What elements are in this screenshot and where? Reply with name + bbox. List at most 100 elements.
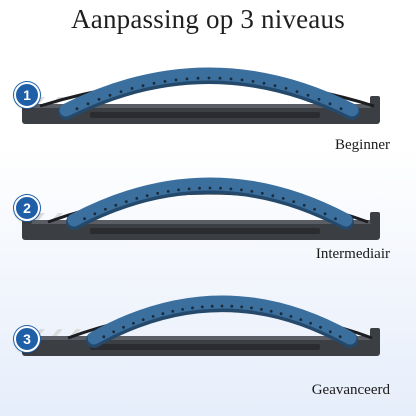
pad-node bbox=[166, 190, 170, 193]
pad-node bbox=[198, 186, 201, 190]
pad-node bbox=[119, 90, 123, 93]
pad-node bbox=[281, 197, 285, 200]
pad-node bbox=[328, 330, 332, 334]
pad-node bbox=[200, 305, 204, 309]
pad-node bbox=[269, 309, 273, 313]
base-slot bbox=[90, 344, 320, 350]
pad-node bbox=[313, 207, 316, 211]
pad-node bbox=[185, 77, 189, 81]
notch bbox=[52, 329, 63, 336]
pad-node bbox=[112, 330, 116, 334]
pad-node bbox=[174, 78, 178, 82]
blue-pad bbox=[87, 295, 357, 345]
pad-node bbox=[124, 200, 128, 204]
pad-node bbox=[240, 188, 243, 192]
pad-node bbox=[93, 212, 97, 216]
level-badge: 3 bbox=[14, 326, 40, 352]
pad-node bbox=[207, 76, 211, 80]
pad-node bbox=[299, 318, 303, 321]
base-highlight bbox=[22, 220, 380, 224]
pad-node bbox=[152, 81, 156, 85]
pad-node bbox=[295, 90, 299, 93]
pad-node bbox=[163, 80, 167, 83]
pad-node bbox=[260, 191, 264, 195]
pad-node bbox=[191, 306, 194, 310]
level-badge: 1 bbox=[14, 82, 40, 108]
pad-node bbox=[114, 203, 118, 207]
page-title: Aanpassing op 3 niveaus bbox=[71, 4, 345, 34]
pad-node bbox=[156, 191, 160, 195]
base-highlight bbox=[22, 104, 380, 108]
pad-node bbox=[230, 304, 234, 308]
pad-node bbox=[279, 312, 283, 316]
level-label: Intermediair bbox=[315, 246, 390, 262]
pad-node bbox=[289, 315, 293, 318]
pad-node bbox=[339, 107, 343, 111]
pad-node bbox=[260, 308, 263, 311]
pad-node bbox=[323, 212, 327, 216]
pad-node bbox=[83, 217, 86, 221]
pad-node bbox=[219, 186, 222, 190]
pad-node bbox=[306, 93, 310, 97]
pad-node bbox=[328, 102, 332, 106]
blue-pad bbox=[59, 67, 359, 117]
pad-node bbox=[130, 87, 134, 90]
pad-node bbox=[309, 321, 312, 325]
pad-node bbox=[86, 102, 90, 106]
pad-node bbox=[240, 78, 244, 82]
pad-node bbox=[251, 80, 255, 83]
pad-node bbox=[229, 77, 233, 81]
pad-node bbox=[319, 325, 322, 329]
pad-node bbox=[141, 318, 145, 321]
pad-node bbox=[208, 186, 212, 190]
pad-node bbox=[292, 200, 296, 204]
notch bbox=[70, 329, 81, 336]
pad-node bbox=[75, 107, 79, 111]
pad-node bbox=[132, 321, 135, 325]
pad-node bbox=[161, 312, 165, 316]
pad-node bbox=[97, 97, 101, 101]
pad-node bbox=[271, 194, 275, 198]
level-badge: 2 bbox=[14, 195, 40, 221]
right-post bbox=[370, 212, 380, 224]
pad-node bbox=[302, 203, 306, 207]
pad-node bbox=[104, 207, 107, 211]
level-label: Beginner bbox=[335, 137, 390, 153]
pad-node bbox=[171, 309, 175, 313]
level-label: Geavanceerd bbox=[311, 382, 390, 398]
right-post bbox=[370, 328, 380, 340]
pad-node bbox=[250, 190, 254, 193]
pad-node bbox=[181, 308, 185, 311]
pad-node bbox=[262, 81, 266, 85]
blue-pad bbox=[67, 177, 353, 227]
pad-node bbox=[220, 304, 224, 308]
pad-node bbox=[273, 84, 277, 88]
pad-node bbox=[196, 76, 200, 80]
pad-node bbox=[187, 187, 191, 191]
pad-node bbox=[141, 84, 145, 88]
pad-node bbox=[135, 197, 139, 200]
base-slot bbox=[90, 228, 320, 234]
pad-node bbox=[317, 97, 321, 101]
base-slot bbox=[90, 112, 320, 118]
pad-node bbox=[218, 76, 222, 80]
pad-node bbox=[151, 315, 155, 318]
pad-node bbox=[145, 194, 149, 198]
pad-node bbox=[338, 335, 342, 339]
pad-node bbox=[108, 93, 112, 97]
pad-node bbox=[240, 305, 244, 309]
pad-node bbox=[122, 325, 125, 329]
notch bbox=[34, 213, 45, 220]
pad-node bbox=[210, 304, 214, 308]
pad-node bbox=[229, 187, 233, 191]
pad-node bbox=[284, 87, 288, 90]
pad-node bbox=[250, 306, 253, 310]
pad-node bbox=[102, 335, 106, 339]
pad-node bbox=[177, 188, 181, 192]
pad-node bbox=[334, 217, 337, 221]
